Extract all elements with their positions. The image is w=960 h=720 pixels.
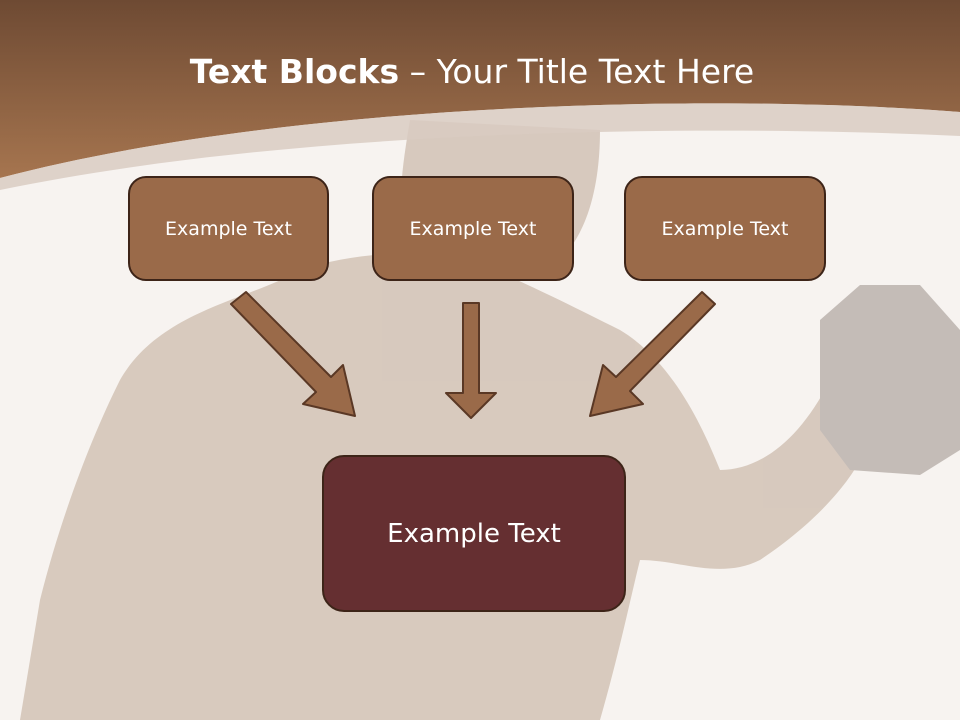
arrow-center: [445, 302, 497, 419]
header-band: [0, 0, 960, 178]
arrow-right: [589, 291, 716, 417]
arrow-left: [230, 291, 356, 417]
title-dash: –: [399, 52, 437, 91]
text-block-2[interactable]: Example Text: [372, 176, 574, 281]
text-block-main[interactable]: Example Text: [322, 455, 626, 612]
title-bold: Text Blocks: [189, 52, 400, 91]
text-block-1[interactable]: Example Text: [128, 176, 329, 281]
title-rest: Your Title Text Here: [436, 52, 755, 91]
text-block-3[interactable]: Example Text: [624, 176, 826, 281]
header-curve-accent: [0, 103, 960, 190]
slide-title: Text Blocks – Your Title Text Here: [0, 52, 944, 91]
